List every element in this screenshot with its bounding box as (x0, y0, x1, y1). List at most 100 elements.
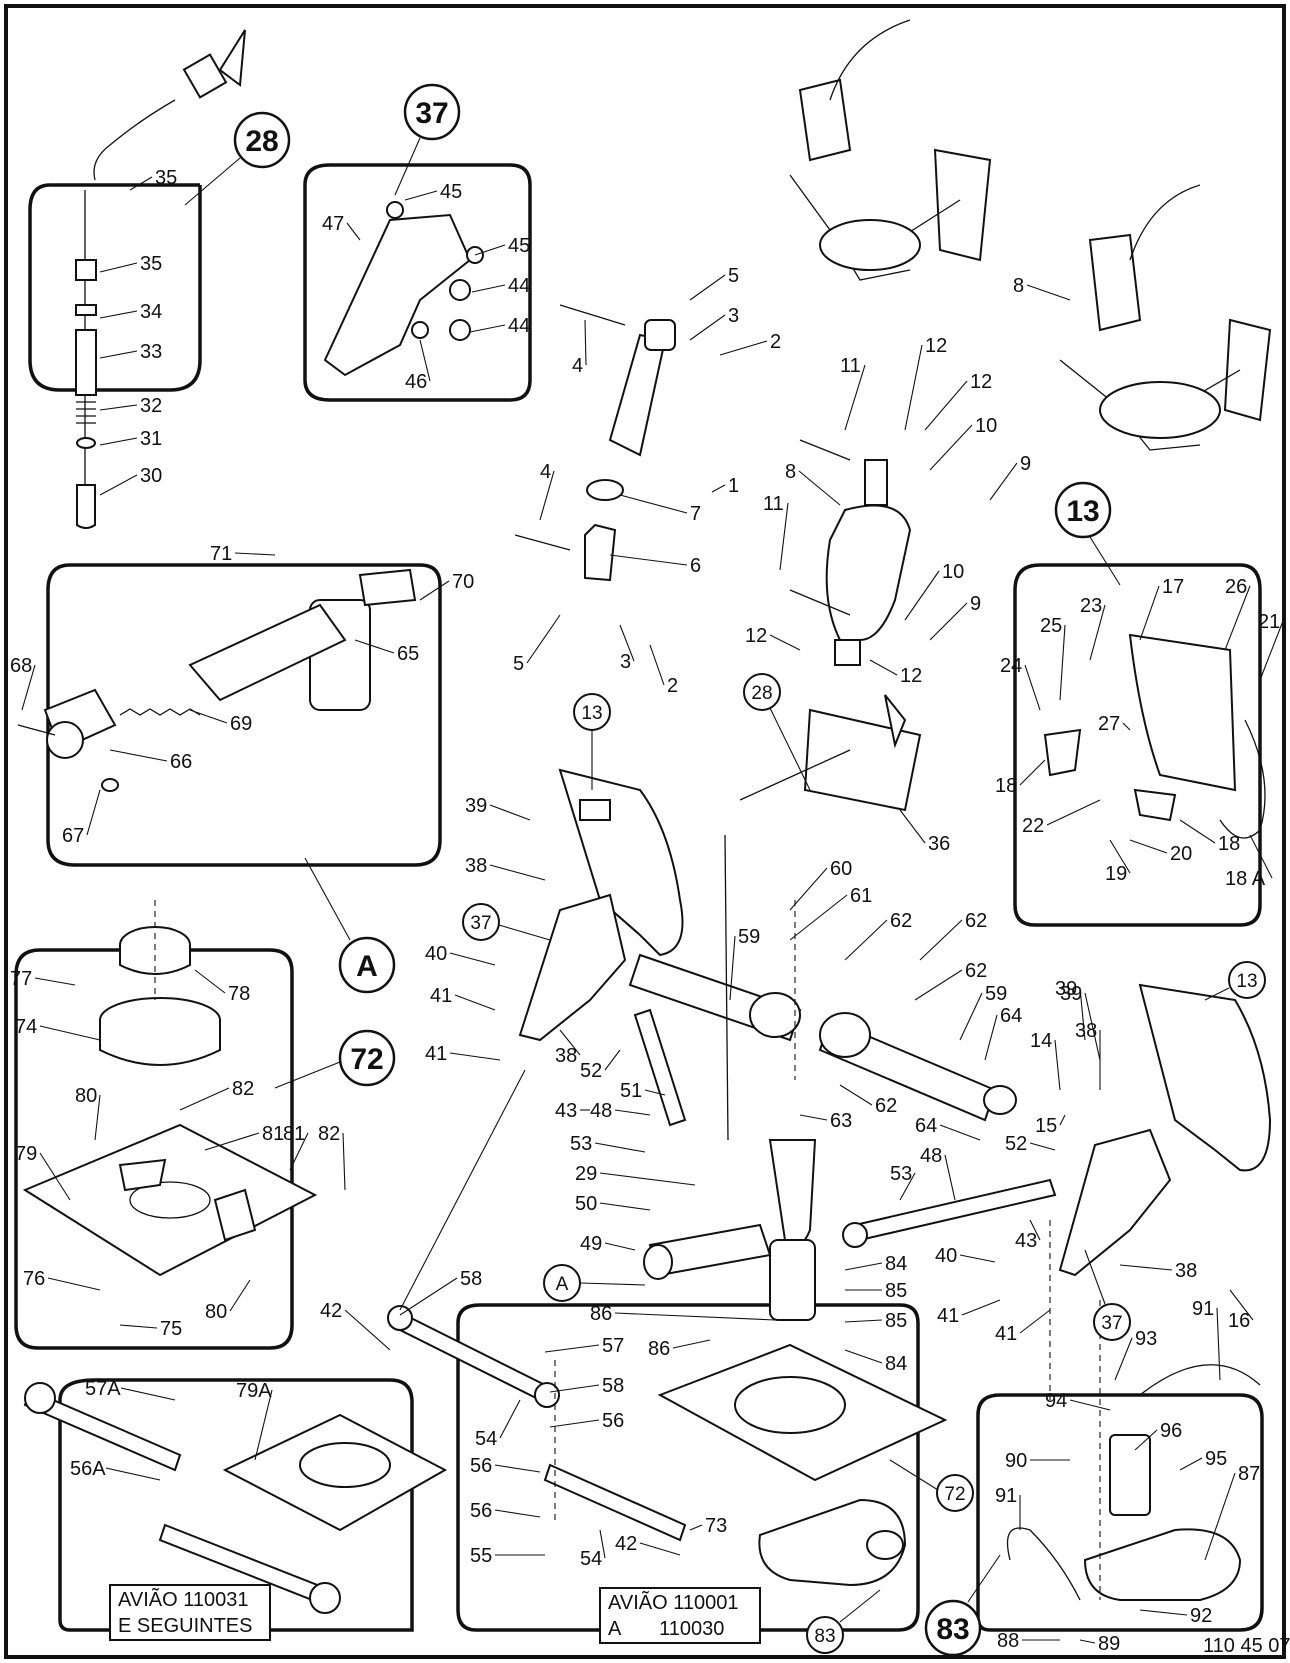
part-number: 40 (425, 943, 447, 965)
leader-line (194, 969, 226, 994)
leader-line (105, 1467, 161, 1481)
leader-line (354, 639, 395, 654)
inset-37-box (303, 163, 532, 402)
leader-line (904, 344, 923, 431)
leader-line (1129, 839, 1168, 854)
leader-line (474, 244, 506, 256)
part-label-56: 56 (470, 1500, 541, 1522)
part-number: 9 (1020, 453, 1031, 475)
part-number: 55 (470, 1545, 492, 1567)
part-center-pedal-13 (558, 768, 684, 957)
part-label-92: 92 (1139, 1605, 1212, 1627)
part-number: 16 (1228, 1310, 1250, 1332)
callout-A: A (304, 857, 396, 994)
part-number: 11 (763, 493, 784, 515)
part-label-5: 5 (689, 265, 739, 301)
leader-line (129, 176, 153, 191)
leader-line (99, 474, 138, 496)
part-number: 92 (1190, 1605, 1212, 1627)
part-label-27: 27 (1098, 713, 1131, 735)
part-label-10: 10 (929, 415, 997, 471)
part-number: 82 (318, 1123, 340, 1145)
part-number: 25 (1040, 615, 1062, 637)
leader-line (344, 1309, 391, 1351)
part-36-pedal-28 (739, 694, 922, 812)
part-number: 70 (452, 571, 474, 593)
callout-28-small: 28 (743, 673, 811, 791)
part-number: 10 (942, 561, 964, 583)
part-number: 62 (875, 1095, 897, 1117)
part-number: 12 (745, 625, 767, 647)
part-label-85: 85 (845, 1280, 907, 1302)
part-number: 38 (1175, 1260, 1197, 1282)
leader-line (599, 1172, 696, 1186)
part-number: 34 (140, 301, 162, 323)
part-label-79: 79 (15, 1143, 71, 1201)
part-top-pedal-assembly (789, 19, 992, 281)
part-label-57: 57 (544, 1335, 624, 1357)
inset-A-box (46, 563, 442, 867)
part-label-86: 86 (648, 1338, 711, 1360)
part-28-knob-cable (93, 29, 246, 181)
part-label-31: 31 (99, 428, 162, 450)
part-number: 38 (1075, 1020, 1097, 1042)
leader-line (544, 1344, 600, 1353)
leader-line (1139, 1609, 1188, 1616)
part-label-11: 11 (840, 355, 866, 431)
leader-line (798, 470, 841, 506)
callout-28-top: 28 (184, 111, 291, 206)
part-30-35-cable-stack (75, 190, 97, 529)
part-label-94: 94 (1045, 1390, 1111, 1412)
part-label-58: 58 (549, 1375, 624, 1397)
leader-line (499, 1399, 521, 1439)
svg-text:13: 13 (1236, 971, 1257, 992)
part-label-18: 18 (995, 759, 1046, 797)
leader-line (234, 552, 276, 556)
part-label-81: 81 (204, 1123, 284, 1151)
part-label-48: 48 (590, 1100, 651, 1122)
leader-line (1026, 284, 1071, 301)
part-label-18: 18 (1179, 819, 1240, 855)
callout-37-small-right: 37 (1084, 1249, 1131, 1341)
svg-text:A 110030: A 110030 (608, 1618, 724, 1640)
part-label-61: 61 (789, 885, 872, 941)
leader-line (1019, 1309, 1051, 1334)
part-label-12: 12 (745, 625, 801, 651)
part-label-56: 56 (549, 1410, 624, 1432)
inset-28-box (28, 183, 202, 392)
part-number: 33 (140, 341, 162, 363)
svg-text:83: 83 (936, 1613, 969, 1646)
leader-line (1029, 1142, 1056, 1151)
part-number: 18 (995, 775, 1017, 797)
leader-line (944, 1154, 956, 1201)
part-label-39: 39 (465, 795, 531, 821)
part-label-70: 70 (419, 571, 474, 601)
part-54-links (387, 1305, 687, 1542)
svg-text:72: 72 (944, 1484, 965, 1505)
callout-13-small-right: 13 (1204, 961, 1266, 1001)
part-number: 41 (425, 1043, 447, 1065)
leader-line (614, 1312, 776, 1321)
leader-line (1109, 839, 1131, 874)
part-number: 4 (540, 461, 551, 483)
part-label-9: 9 (929, 593, 981, 641)
leader-line (919, 919, 963, 961)
leader-line (99, 437, 138, 446)
leader-line (549, 1384, 600, 1393)
part-label-76: 76 (23, 1268, 101, 1291)
part-number: 86 (648, 1338, 670, 1360)
leader-line (419, 339, 431, 382)
leader-line (99, 310, 138, 319)
part-number: 44 (508, 275, 530, 297)
part-label-52: 52 (1005, 1133, 1056, 1155)
callout-83-small: 83 (806, 1589, 881, 1654)
part-number: 62 (965, 910, 987, 932)
part-label-89: 89 (1079, 1633, 1120, 1655)
part-label-59: 59 (959, 983, 1007, 1041)
leader-line (649, 644, 665, 686)
callout-72-small: 72 (889, 1459, 974, 1512)
part-label-21: 21 (1258, 611, 1284, 681)
part-label-53: 53 (890, 1163, 916, 1201)
leader-line (639, 1542, 681, 1556)
part-number: 38 (555, 1045, 577, 1067)
